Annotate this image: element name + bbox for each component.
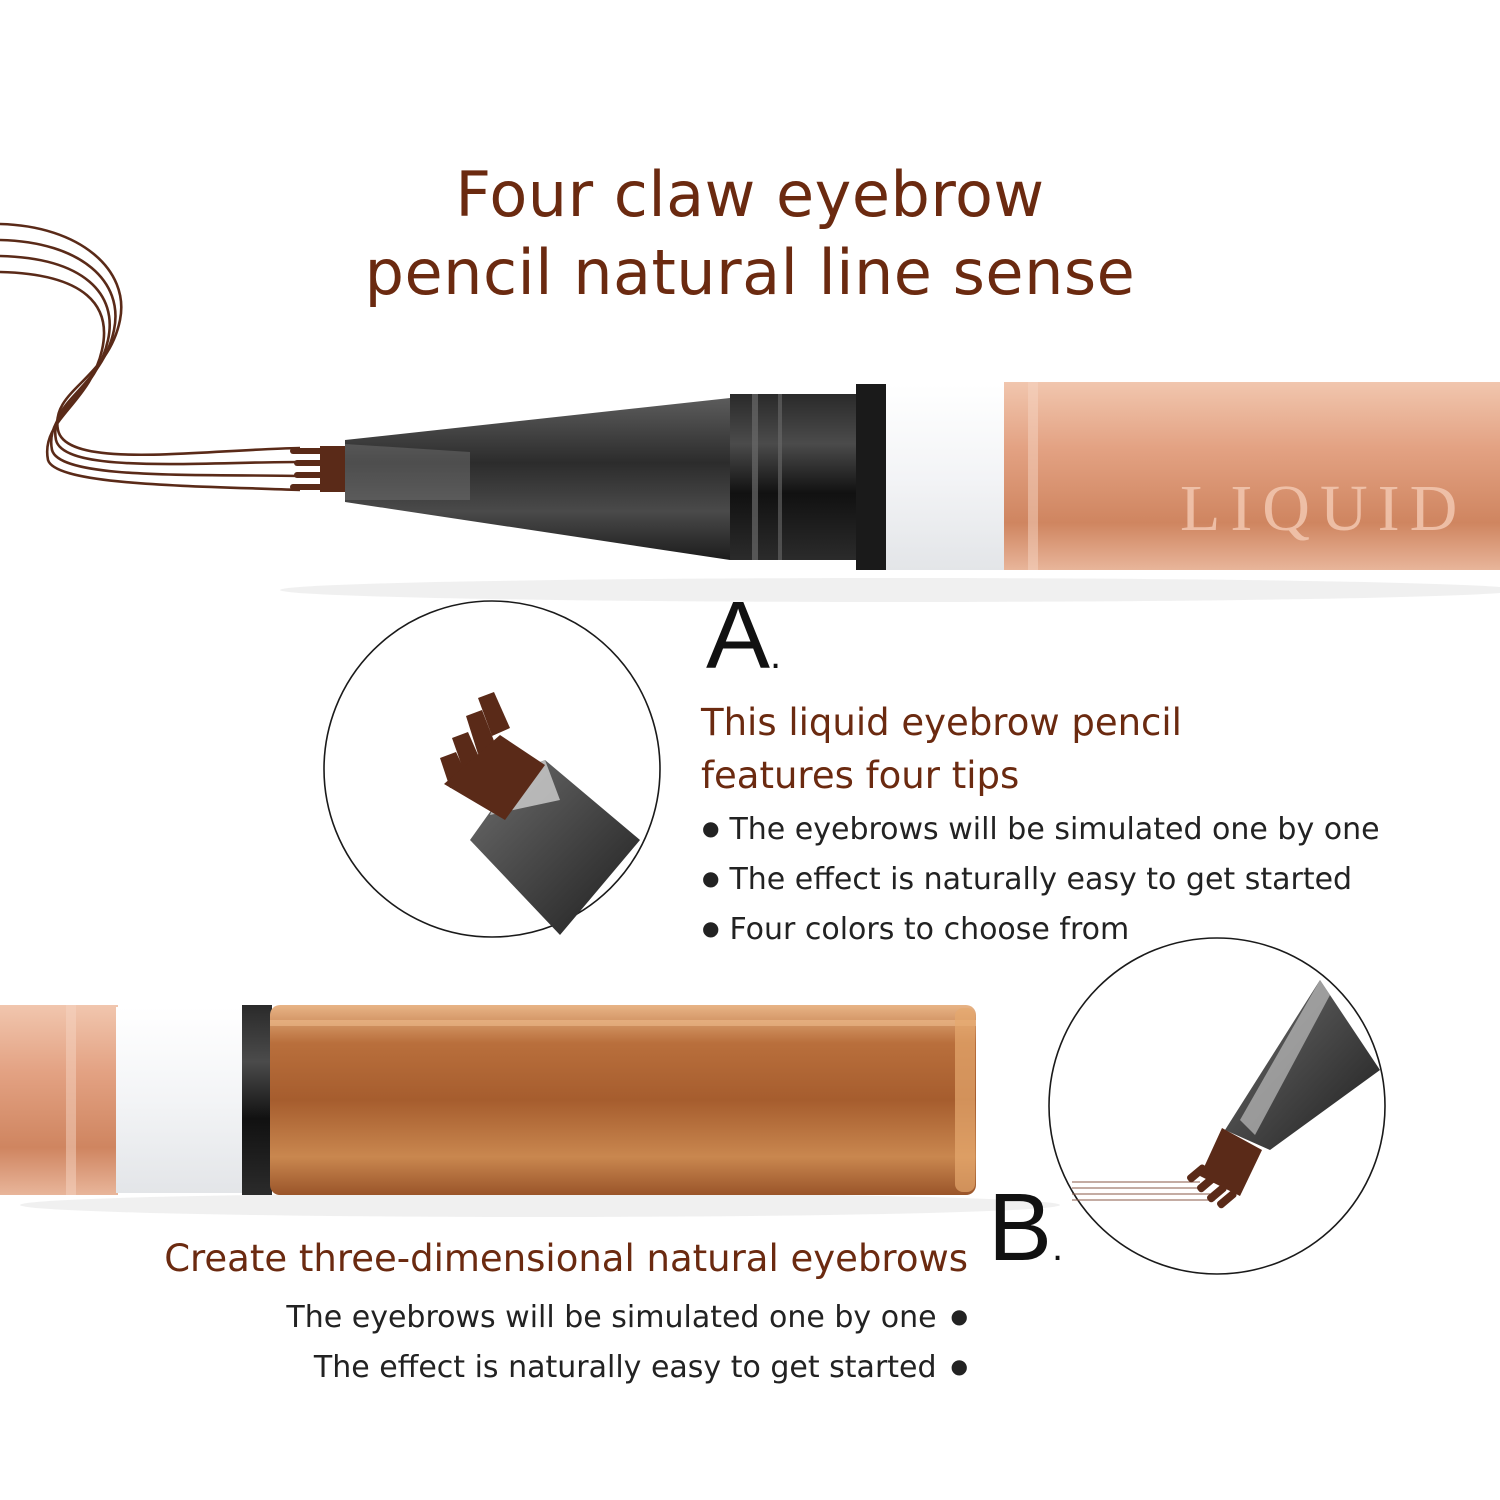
section-b-letter-text: B [988, 1174, 1053, 1281]
tip-detail-b-claws [1186, 1128, 1262, 1209]
pencil-a-barrel [1004, 382, 1500, 570]
pencil-b-white-band [116, 1007, 244, 1193]
pencil-a-claw-tip [290, 446, 350, 492]
pencil-b-barrel [0, 1005, 118, 1195]
list-item: The eyebrows will be simulated one by on… [702, 804, 1379, 854]
section-b-heading: Create three-dimensional natural eyebrow… [164, 1237, 968, 1280]
section-a-bullets: The eyebrows will be simulated one by on… [702, 804, 1380, 954]
section-a-letter-text: A [706, 582, 771, 689]
pencil-b-collar [242, 1005, 272, 1195]
tip-detail-circle-b [1048, 937, 1386, 1275]
page-title-line1: Four claw eyebrow [455, 158, 1045, 231]
pencil-a-barrel-text: LIQUID [1180, 472, 1467, 545]
pencil-b [0, 1005, 1060, 1217]
page-title-line2: pencil natural line sense [364, 236, 1136, 309]
pencil-a-collar [730, 394, 860, 560]
list-item: Four colors to choose from [702, 904, 1380, 954]
pencil-a-shadow [280, 578, 1500, 602]
pencil-a-cone [345, 398, 730, 560]
list-item: The effect is naturally easy to get star… [286, 1342, 968, 1392]
section-a-letter: A. [706, 582, 782, 689]
section-b-bullets: The eyebrows will be simulated one by on… [286, 1292, 968, 1392]
tip-detail-a-claws [440, 692, 545, 820]
brow-stroke-swirl [0, 222, 301, 492]
pencil-b-cap [270, 1005, 976, 1195]
tip-detail-circle-a [323, 600, 661, 938]
pencil-a-white-band [886, 384, 1006, 570]
pencil-a: LIQUID [290, 382, 1500, 570]
section-a-heading-line2: features four tips [701, 754, 1020, 797]
section-a-heading-line1: This liquid eyebrow pencil [701, 701, 1182, 744]
section-b-letter: B. [988, 1174, 1064, 1281]
list-item: The eyebrows will be simulated one by on… [286, 1292, 968, 1342]
list-item: The effect is naturally easy to get star… [702, 854, 1380, 904]
